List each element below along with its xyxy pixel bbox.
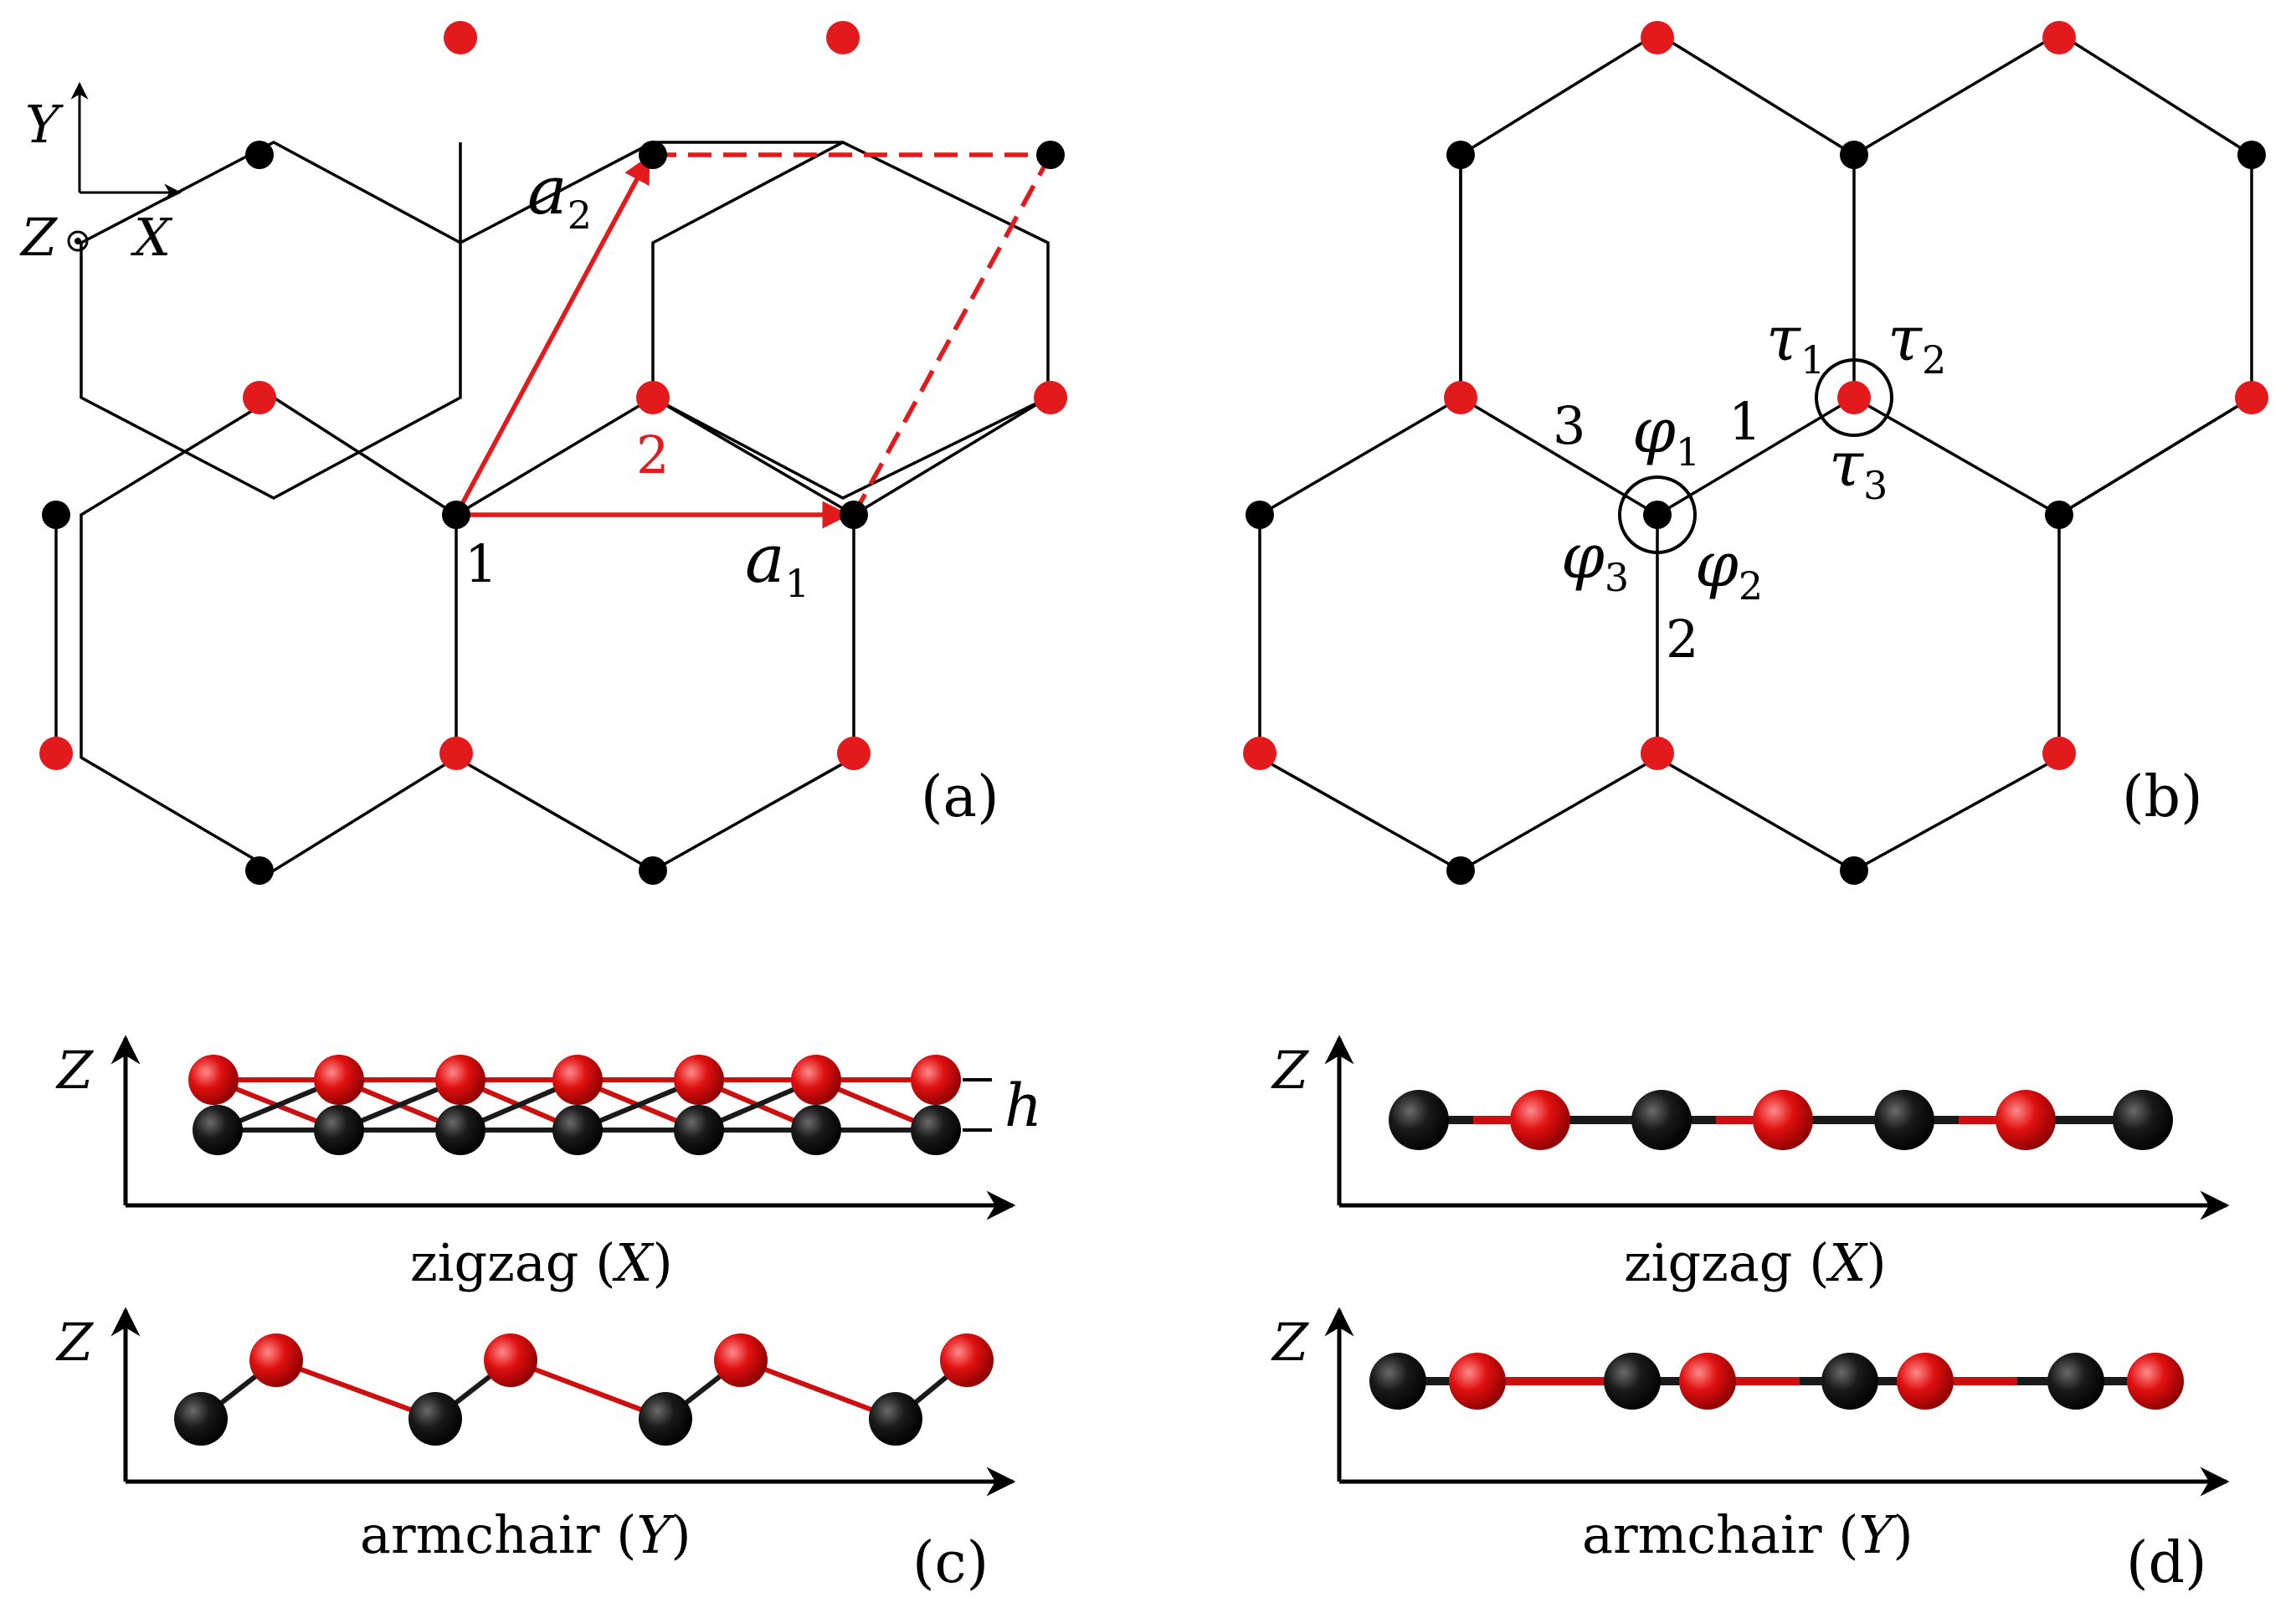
axis-z-label: Z — [19, 207, 58, 268]
tau-1-label: τ1 — [1766, 303, 1825, 383]
panel-c-armchair-z-label: Z — [55, 1312, 94, 1373]
z-out-of-plane-icon — [67, 230, 89, 252]
phi-2-label: φ2 — [1695, 529, 1763, 609]
panel-d-armchair-z-label: Z — [1271, 1312, 1309, 1373]
panel-b-bonds — [1258, 31, 2253, 873]
panel-d-armchair-axes: Z — [1271, 1307, 2230, 1497]
panel-d-zigzag-axes: Z — [1271, 1035, 2230, 1220]
axis-x-label: X — [131, 207, 173, 268]
panel-a: Y X Z a2 a1 1 2 (a) — [19, 21, 1067, 885]
panel-d-zigzag-caption: zigzag (X) — [1624, 1232, 1887, 1293]
tau-3-label: τ3 — [1829, 429, 1888, 508]
panel-a-label: (a) — [921, 764, 999, 830]
bond-label-3: 3 — [1553, 395, 1585, 456]
atom-1-label: 1 — [465, 533, 497, 594]
panel-c-zigzag-axes: Z — [55, 1035, 1016, 1220]
panel-c-armchair-chain — [174, 1333, 994, 1446]
vector-a1-label: a1 — [745, 520, 809, 606]
panel-c-label: (c) — [912, 1530, 989, 1596]
panel-d-armchair-chain — [1369, 1353, 2184, 1410]
panel-c-armchair-caption: armchair (Y) — [360, 1504, 691, 1565]
vector-a2-label: a2 — [527, 152, 592, 238]
panel-b-label: (b) — [2122, 764, 2203, 830]
axis-y-label: Y — [25, 94, 64, 155]
panel-a-atoms — [39, 21, 1067, 885]
panel-a-unit-cell — [454, 152, 1053, 529]
unit-cell-dashed-right — [851, 153, 1053, 516]
panel-b-atoms — [1243, 21, 2268, 885]
panel-c-armchair-axes: Z — [55, 1307, 1016, 1497]
panel-c-zigzag-chain — [188, 1055, 961, 1155]
tau-2-label: τ2 — [1888, 303, 1946, 383]
panel-c-zigzag-z-label: Z — [55, 1040, 94, 1101]
atom-2-label: 2 — [636, 424, 669, 485]
panel-d-label: (d) — [2126, 1530, 2207, 1596]
buckling-height-label: h — [1004, 1071, 1042, 1140]
bond-label-2: 2 — [1666, 609, 1698, 670]
axes-indicator: Y X Z — [19, 81, 182, 268]
panel-a-bonds — [54, 141, 1050, 873]
phi-3-label: φ3 — [1561, 521, 1629, 600]
buckling-height-bracket — [963, 1078, 992, 1132]
panel-d-zigzag-z-label: Z — [1271, 1040, 1309, 1101]
panel-c: Z — [55, 1035, 1042, 1596]
panel-d-armchair-caption: armchair (Y) — [1582, 1504, 1913, 1565]
panel-d-zigzag-chain — [1389, 1090, 2173, 1150]
panel-b: 3 1 2 φ1 φ2 φ3 τ1 τ2 τ3 (b) — [1243, 21, 2268, 885]
vector-a2-arrow — [454, 155, 651, 516]
bond-label-1: 1 — [1728, 391, 1761, 452]
phi-1-label: φ1 — [1632, 395, 1700, 475]
panel-d: Z zigzag (X) Z — [1271, 1035, 2230, 1596]
tau-angle-circle — [1815, 358, 1893, 437]
panel-c-zigzag-caption: zigzag (X) — [410, 1232, 673, 1293]
phi-angle-circle — [1618, 475, 1697, 554]
